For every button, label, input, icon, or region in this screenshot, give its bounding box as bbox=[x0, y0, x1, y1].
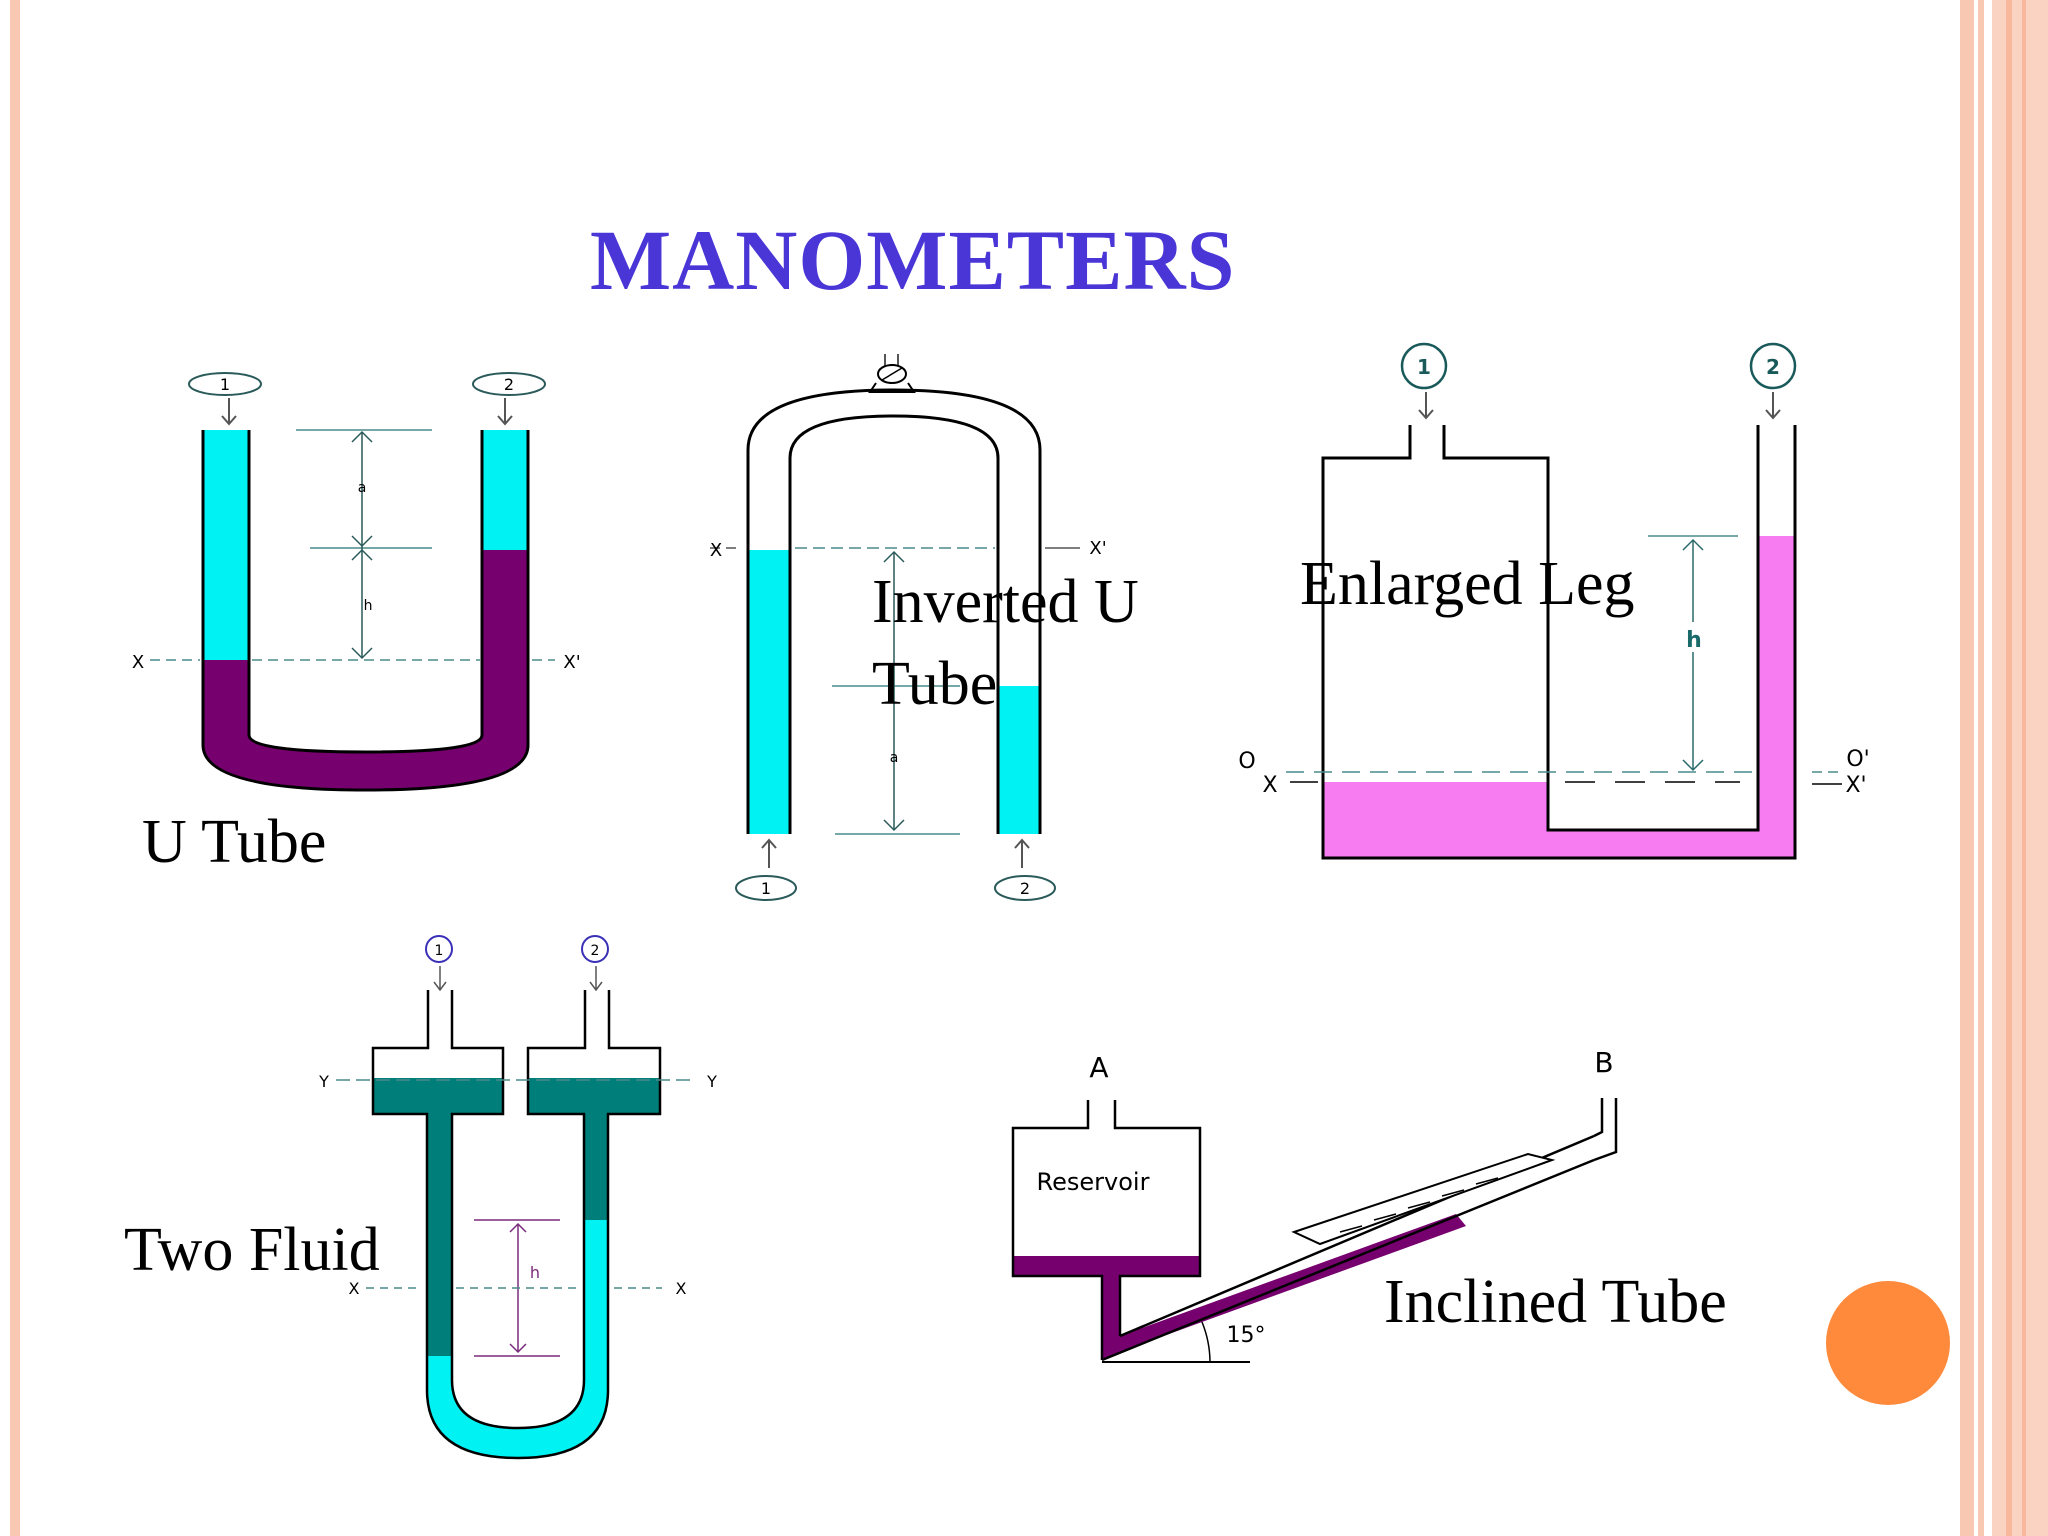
reservoir-label: Reservoir bbox=[1037, 1168, 1150, 1196]
enlarged-datum-x-prime-label: X' bbox=[1845, 773, 1866, 798]
inclined-tube-diagram: A B Reservoir 15° bbox=[1011, 1046, 1618, 1363]
inclined-tube-label: Inclined Tube bbox=[1384, 1268, 1727, 1336]
inverted-tap-1-label: 1 bbox=[761, 879, 771, 898]
enlarged-datum-o-prime-label: O' bbox=[1846, 747, 1869, 772]
two-fluid-x-right-label: X bbox=[676, 1279, 687, 1298]
datum-x-prime-label: X' bbox=[563, 652, 580, 673]
tap-1-label: 1 bbox=[220, 375, 230, 394]
enlarged-tap-2-label: 2 bbox=[1766, 355, 1780, 379]
decorative-orange-circle bbox=[1826, 1281, 1950, 1405]
enlarged-datum-o-label: O bbox=[1238, 749, 1255, 774]
inverted-tap-2-label: 2 bbox=[1020, 879, 1030, 898]
enlarged-tap-1-label: 1 bbox=[1417, 355, 1431, 379]
inverted-u-tube-label-line2: Tube bbox=[872, 650, 998, 718]
enlarged-dimension-h-label: h bbox=[1686, 628, 1702, 653]
inverted-datum-x-label: X bbox=[710, 540, 722, 561]
two-fluid-y-label: Y bbox=[318, 1072, 329, 1091]
tap-2-label: 2 bbox=[504, 375, 514, 394]
inverted-u-tube-diagram: X X' a 1 2 bbox=[710, 354, 1107, 901]
inclined-angle-label: 15° bbox=[1227, 1323, 1266, 1348]
enlarged-leg-label: Enlarged Leg bbox=[1300, 550, 1635, 618]
dimension-h-label: h bbox=[364, 598, 373, 614]
inclined-point-a-label: A bbox=[1089, 1051, 1108, 1084]
two-fluid-y-right-label: Y bbox=[706, 1072, 717, 1091]
enlarged-leg-diagram: 1 2 h O X O' X' bbox=[1238, 342, 1870, 860]
inverted-datum-x-prime-label: X' bbox=[1089, 538, 1106, 559]
slide-title: MANOMETERS bbox=[590, 212, 1236, 308]
two-fluid-label: Two Fluid bbox=[124, 1216, 380, 1284]
dimension-a-label: a bbox=[358, 480, 367, 496]
slide-border-right bbox=[1960, 0, 2048, 1536]
u-tube-label: U Tube bbox=[142, 808, 327, 876]
enlarged-datum-x-label: X bbox=[1262, 773, 1277, 798]
two-fluid-x-label: X bbox=[349, 1279, 360, 1298]
two-fluid-tap-2-label: 2 bbox=[591, 943, 600, 959]
inclined-point-b-label: B bbox=[1594, 1046, 1613, 1079]
datum-x-label: X bbox=[132, 652, 144, 673]
inverted-dimension-a-label: a bbox=[890, 750, 899, 766]
inverted-u-tube-label-line1: Inverted U bbox=[872, 568, 1139, 636]
slide-border-left bbox=[10, 0, 20, 1536]
two-fluid-h-label: h bbox=[530, 1263, 540, 1282]
u-tube-diagram: 1 2 a h X X' bbox=[132, 372, 581, 792]
two-fluid-diagram: 1 2 Y Y h X X bbox=[318, 935, 717, 1460]
two-fluid-tap-1-label: 1 bbox=[435, 943, 444, 959]
